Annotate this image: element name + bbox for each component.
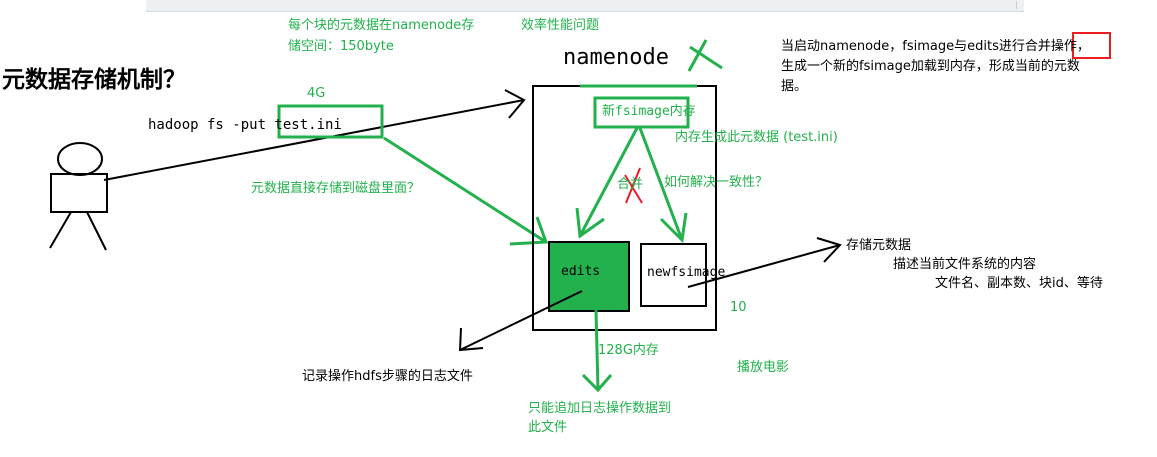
user-head bbox=[57, 142, 103, 176]
user-figure bbox=[49, 142, 108, 251]
play-movie-note: 播放电影 bbox=[737, 360, 790, 375]
fs-details-note: 文件名、副本数、块id、等待 bbox=[935, 276, 1103, 291]
fsimage-arrows bbox=[575, 127, 688, 244]
direct-disk-note: 元数据直接存储到磁盘里面？ bbox=[251, 181, 421, 196]
size-4g-label: 4G bbox=[307, 86, 326, 101]
append-only-note-line1: 只能追加日志操作数据到 bbox=[528, 401, 672, 416]
append-only-note-line2: 此文件 bbox=[528, 420, 568, 435]
namenode-title: namenode bbox=[563, 45, 669, 70]
startup-note-line2: 生成一个新的fsimage加载到内存，形成当前的元数 bbox=[781, 59, 1080, 74]
put-command: hadoop fs -put test.ini bbox=[148, 117, 342, 133]
metadata-size-note-line1: 每个块的元数据在namenode存 bbox=[288, 18, 475, 33]
append-only-arrow bbox=[581, 309, 613, 393]
consistency-question: 如何解决一致性？ bbox=[664, 175, 769, 190]
startup-note-line1: 当启动namenode，fsimage与edits进行合并操作， bbox=[781, 39, 1090, 54]
memory-128g-label: 128G内存 bbox=[598, 343, 659, 358]
merge-highlight-text: 合并 bbox=[1024, 39, 1051, 54]
new-fsimage-label: 新fsimage内存 bbox=[602, 104, 696, 119]
newfsimage-label: newfsimage bbox=[647, 265, 726, 280]
describe-fs-note: 描述当前文件系统的内容 bbox=[893, 257, 1037, 272]
user-body bbox=[50, 173, 108, 213]
file-4g-box bbox=[277, 104, 384, 139]
log-file-arrow bbox=[458, 290, 583, 352]
merge-highlight-box bbox=[1072, 32, 1111, 59]
new-fsimage-box bbox=[593, 96, 690, 129]
store-metadata-note: 存储元数据 bbox=[846, 238, 912, 253]
metadata-size-note-line2: 储空间：150byte bbox=[288, 39, 394, 54]
merge-label: 合并 bbox=[617, 177, 644, 192]
direct-disk-arrow bbox=[383, 136, 549, 246]
put-arrow bbox=[103, 89, 526, 181]
log-file-note: 记录操作hdfs步骤的日志文件 bbox=[302, 369, 473, 384]
newfsimage-box bbox=[640, 243, 707, 307]
page-title: 元数据存储机制？ bbox=[2, 66, 186, 93]
edits-label: edits bbox=[561, 264, 601, 279]
efficiency-cross bbox=[687, 39, 723, 72]
startup-note-line3: 据。 bbox=[781, 79, 808, 94]
store-metadata-arrow bbox=[687, 237, 842, 288]
number-10: 10 bbox=[730, 300, 747, 315]
scrollbar-marker[interactable] bbox=[1016, 1, 1023, 9]
window-top-bar bbox=[146, 0, 1024, 12]
memory-generate-note: 内存生成此元数据 (test.ini) bbox=[675, 130, 838, 145]
efficiency-note: 效率性能问题 bbox=[521, 18, 600, 33]
merge-red-x bbox=[624, 167, 643, 204]
